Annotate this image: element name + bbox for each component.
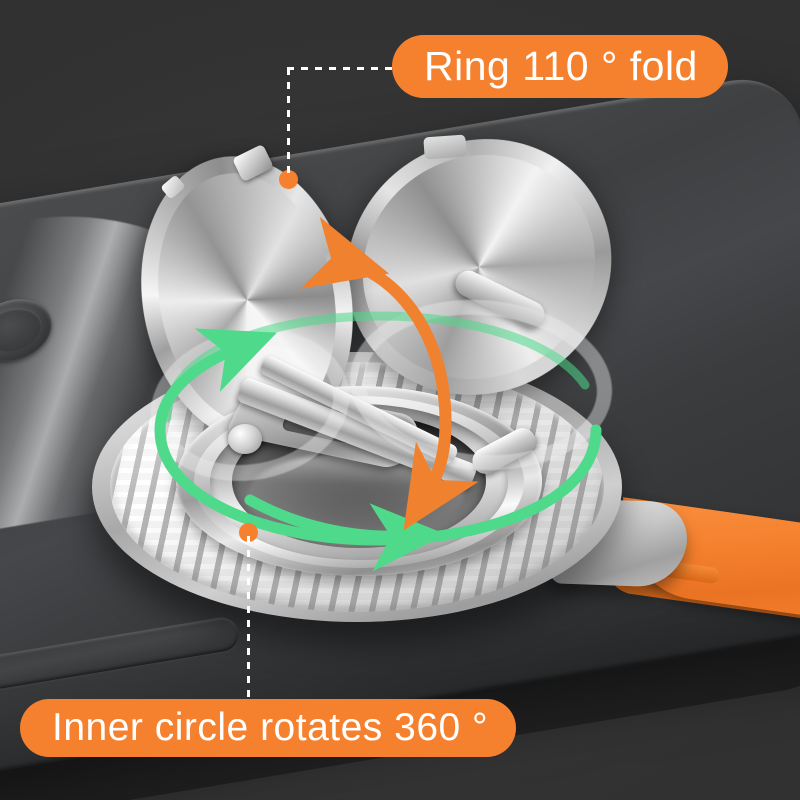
callout-dot-inner-rotate [239, 523, 258, 542]
callout-dot-ring-fold [279, 170, 298, 189]
callout-pill-ring-fold[interactable]: Ring 110 ° fold [392, 35, 728, 98]
callout-leader-vertical-top [287, 68, 290, 176]
callout-leader-horizontal-top [287, 67, 412, 70]
callout-label-inner-rotate: Inner circle rotates 360 ° [52, 706, 489, 749]
ring-folded-open-notch [423, 134, 467, 160]
callout-label-ring-fold: Ring 110 ° fold [424, 43, 698, 89]
callout-leader-vertical-bottom [247, 536, 250, 708]
callout-pill-inner-rotate[interactable]: Inner circle rotates 360 ° [20, 699, 517, 757]
